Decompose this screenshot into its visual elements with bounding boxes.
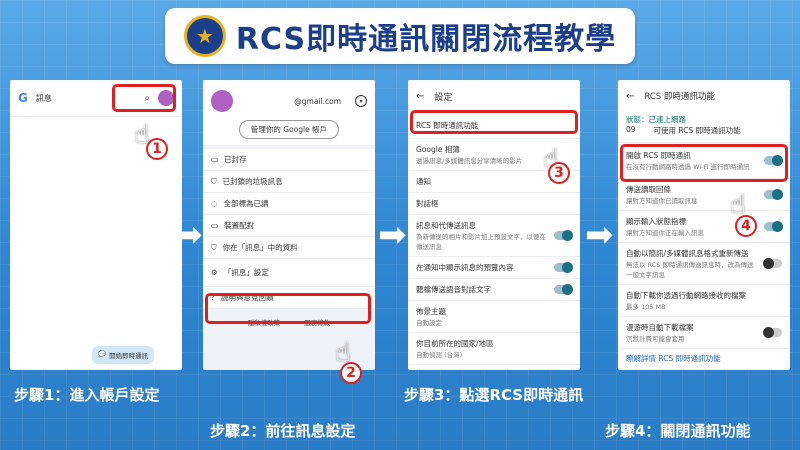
settings-suggestions[interactable]: 訊息和代傳送訊息為新傳送的相片和影片加上預設文字，以便在傳送訊息 bbox=[408, 215, 580, 257]
rcs-main-toggle-row[interactable]: 開啟 RCS 即時通訊在沒有行動網路時透過 Wi-Fi 進行即時通訊 bbox=[618, 143, 790, 179]
settings-rcs[interactable]: RCS 即時通訊功能 bbox=[408, 113, 580, 139]
rcs-status: 狀態：已連上網路 bbox=[626, 115, 686, 124]
manage-account-button[interactable]: 管理你的 Google 帳戶 bbox=[239, 120, 339, 139]
toggle-switch[interactable] bbox=[763, 258, 782, 269]
step-caption-3: 步驟3：點選RCS即時通訊 bbox=[404, 386, 584, 404]
menu-item-help[interactable]: ?說明與意見回饋 bbox=[203, 287, 375, 309]
fallback-sms-row[interactable]: 自動以簡訊/多媒體訊息格式重新傳送無法以 RCS 即時通訊傳送訊息時，改為傳送一… bbox=[618, 243, 790, 285]
settings-region[interactable]: 你目前所在的國家/地區自動偵測 (台灣) bbox=[408, 333, 580, 365]
toggle-switch[interactable] bbox=[763, 327, 782, 338]
toggle-switch[interactable] bbox=[554, 284, 573, 295]
laptop-icon: ▭ bbox=[211, 221, 219, 230]
highlight-rcs-setting bbox=[410, 110, 578, 134]
chat-icon: 💬 bbox=[98, 350, 107, 358]
shield-icon: ⛉ bbox=[211, 242, 217, 252]
settings-chat-bubbles[interactable]: 對話框 bbox=[408, 193, 580, 215]
pointer-hand-icon: ☝ bbox=[134, 120, 150, 150]
highlight-rcs-toggle bbox=[620, 144, 788, 182]
title-banner: ★ RCS即時通訊關閉流程教學 bbox=[165, 8, 635, 64]
highlight-messages-settings bbox=[205, 293, 371, 324]
settings-notifications[interactable]: 通知 bbox=[408, 171, 580, 193]
pointer-hand-icon: ☝ bbox=[730, 190, 746, 220]
toggle-switch[interactable] bbox=[554, 262, 573, 273]
roaming-download-row[interactable]: 漫遊時自動下載檔案沉默計費可能會套用 bbox=[618, 317, 790, 349]
arrow-right-icon: ➡ bbox=[585, 215, 614, 255]
highlight-avatar bbox=[112, 84, 176, 112]
avatar bbox=[211, 90, 233, 112]
archive-icon: ▭ bbox=[211, 155, 219, 164]
auto-download-row[interactable]: 自動下載你透過行動網路接收的檔案最多 105 MB bbox=[618, 285, 790, 317]
search-field-text[interactable]: 訊息 bbox=[35, 93, 52, 103]
step-number-3: 3 bbox=[548, 162, 570, 184]
google-logo-icon: G bbox=[18, 91, 28, 105]
toggle-switch[interactable] bbox=[764, 221, 783, 232]
screen-messages-home: G 訊息 ⌕ 💬 開始即時通訊 bbox=[10, 80, 182, 370]
start-chat-fab[interactable]: 💬 開始即時通訊 bbox=[92, 346, 155, 364]
step-caption-2: 步驟2：前往訊息設定 bbox=[210, 422, 356, 440]
menu-item-blocked-spam[interactable]: ⛉已封鎖的垃圾訊息 bbox=[203, 171, 375, 193]
typing-indicator-row[interactable]: 顯示輸入狀態指標讓對方知道你正在輸入訊息 bbox=[618, 211, 790, 243]
back-arrow-icon[interactable]: ← bbox=[626, 90, 635, 102]
arrow-right-icon: ➡ bbox=[174, 215, 203, 255]
settings-header: 設定 bbox=[434, 93, 453, 103]
step-number-1: 1 bbox=[146, 138, 168, 160]
police-badge-icon: ★ bbox=[183, 15, 226, 57]
toggle-switch[interactable] bbox=[764, 189, 783, 200]
settings-voice-text[interactable]: 聽檔傳送語音對話文字 bbox=[408, 279, 580, 301]
menu-item-your-data[interactable]: ⛉你在「訊息」中的資料 bbox=[203, 237, 375, 259]
step-number-2: 2 bbox=[340, 362, 362, 384]
chat-check-icon: ◌ bbox=[211, 199, 218, 208]
step-caption-4: 步驟4：關閉通訊功能 bbox=[605, 422, 751, 440]
pointer-hand-icon: ☝ bbox=[335, 338, 351, 368]
step-caption-1: 步驟1：進入帳戶設定 bbox=[14, 386, 160, 404]
avatar[interactable] bbox=[158, 90, 174, 106]
rcs-header: RCS 即時通訊功能 bbox=[644, 92, 715, 102]
menu-item-messages-settings[interactable]: ⚙「訊息」設定 bbox=[203, 259, 375, 287]
learn-more-link[interactable]: 瞭解詳情 RCS 即時通訊功能 bbox=[626, 354, 721, 363]
settings-google-photos[interactable]: Google 相簿透過訊息/多媒體訊息分享清晰的影片 bbox=[408, 139, 580, 171]
arrow-right-icon: ➡ bbox=[378, 215, 407, 255]
help-icon: ? bbox=[211, 293, 215, 302]
settings-notification-preview[interactable]: 在通知中顯示訊息的預覽內容 bbox=[408, 257, 580, 279]
menu-item-device-pairing[interactable]: ▭裝置配對 bbox=[203, 215, 375, 237]
rcs-toggle-switch[interactable] bbox=[764, 155, 783, 166]
settings-theme[interactable]: 佈景主題自動設定 bbox=[408, 301, 580, 333]
back-arrow-icon[interactable]: ← bbox=[416, 91, 425, 102]
read-receipts-row[interactable]: 傳送讀取回條讓對方知道你已讀取訊息 bbox=[618, 179, 790, 211]
account-email: @gmail.com bbox=[294, 96, 341, 106]
dropdown-icon[interactable]: ▾ bbox=[355, 95, 367, 107]
screen-account-menu: @gmail.com ▾ 管理你的 Google 帳戶 ▭已封存 ⛉已封鎖的垃圾… bbox=[203, 80, 375, 370]
menu-item-mark-all-read[interactable]: ◌全部標為已讀 bbox=[203, 193, 375, 215]
step-number-4: 4 bbox=[735, 215, 757, 237]
search-icon[interactable]: ⌕ bbox=[144, 92, 150, 104]
shield-icon: ⛉ bbox=[211, 176, 217, 186]
screen-settings: ← 設定 RCS 即時通訊功能 Google 相簿透過訊息/多媒體訊息分享清晰的… bbox=[408, 80, 580, 370]
menu-item-archived[interactable]: ▭已封存 bbox=[203, 149, 375, 171]
toggle-switch[interactable] bbox=[554, 230, 573, 241]
gear-icon: ⚙ bbox=[211, 268, 218, 277]
page-title: RCS即時通訊關閉流程教學 bbox=[235, 22, 617, 57]
